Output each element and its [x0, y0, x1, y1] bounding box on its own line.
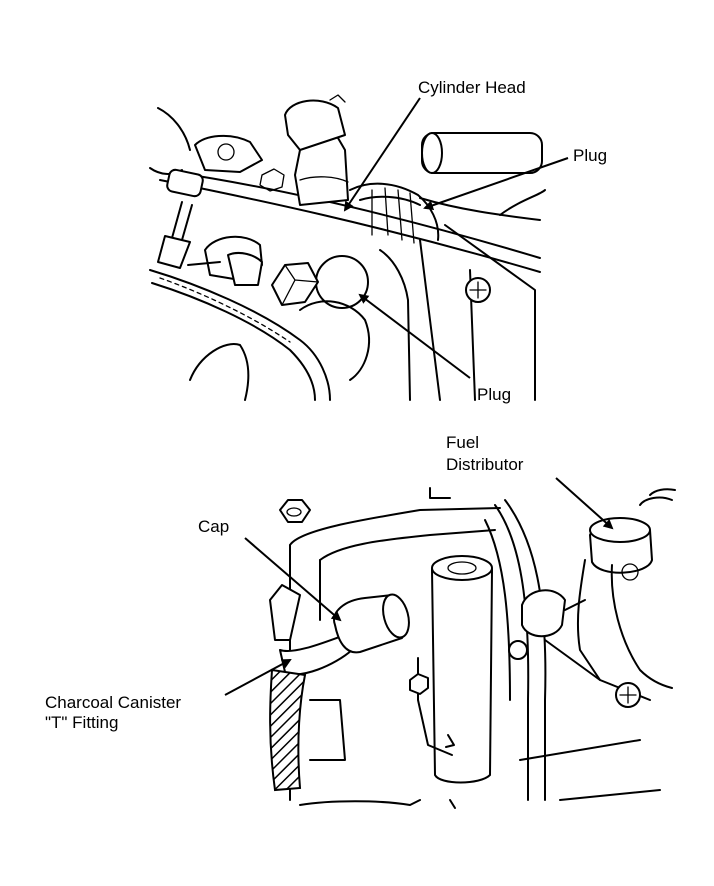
lower-plug-label: Plug: [477, 385, 511, 404]
top-engine-illustration: [149, 94, 546, 401]
bottom-engine-illustration: [269, 487, 676, 809]
charcoal-canister-label-line1: Charcoal Canister: [45, 693, 181, 712]
fuel-distributor-leader: [555, 477, 614, 530]
charcoal-canister-label-line2: "T" Fitting: [45, 713, 118, 732]
lower-plug-leader: [358, 293, 471, 379]
cap-label: Cap: [198, 517, 229, 536]
upper-plug-label: Plug: [573, 146, 607, 165]
cylinder-head-label: Cylinder Head: [418, 78, 526, 97]
upper-plug-leader: [423, 157, 569, 211]
cylinder-head-leader: [343, 97, 421, 212]
fuel-distributor-label-line1: Fuel: [446, 433, 479, 452]
cap-leader: [244, 537, 342, 622]
charcoal-canister-leader: [224, 659, 292, 696]
fuel-distributor-label-line2: Distributor: [446, 455, 524, 474]
